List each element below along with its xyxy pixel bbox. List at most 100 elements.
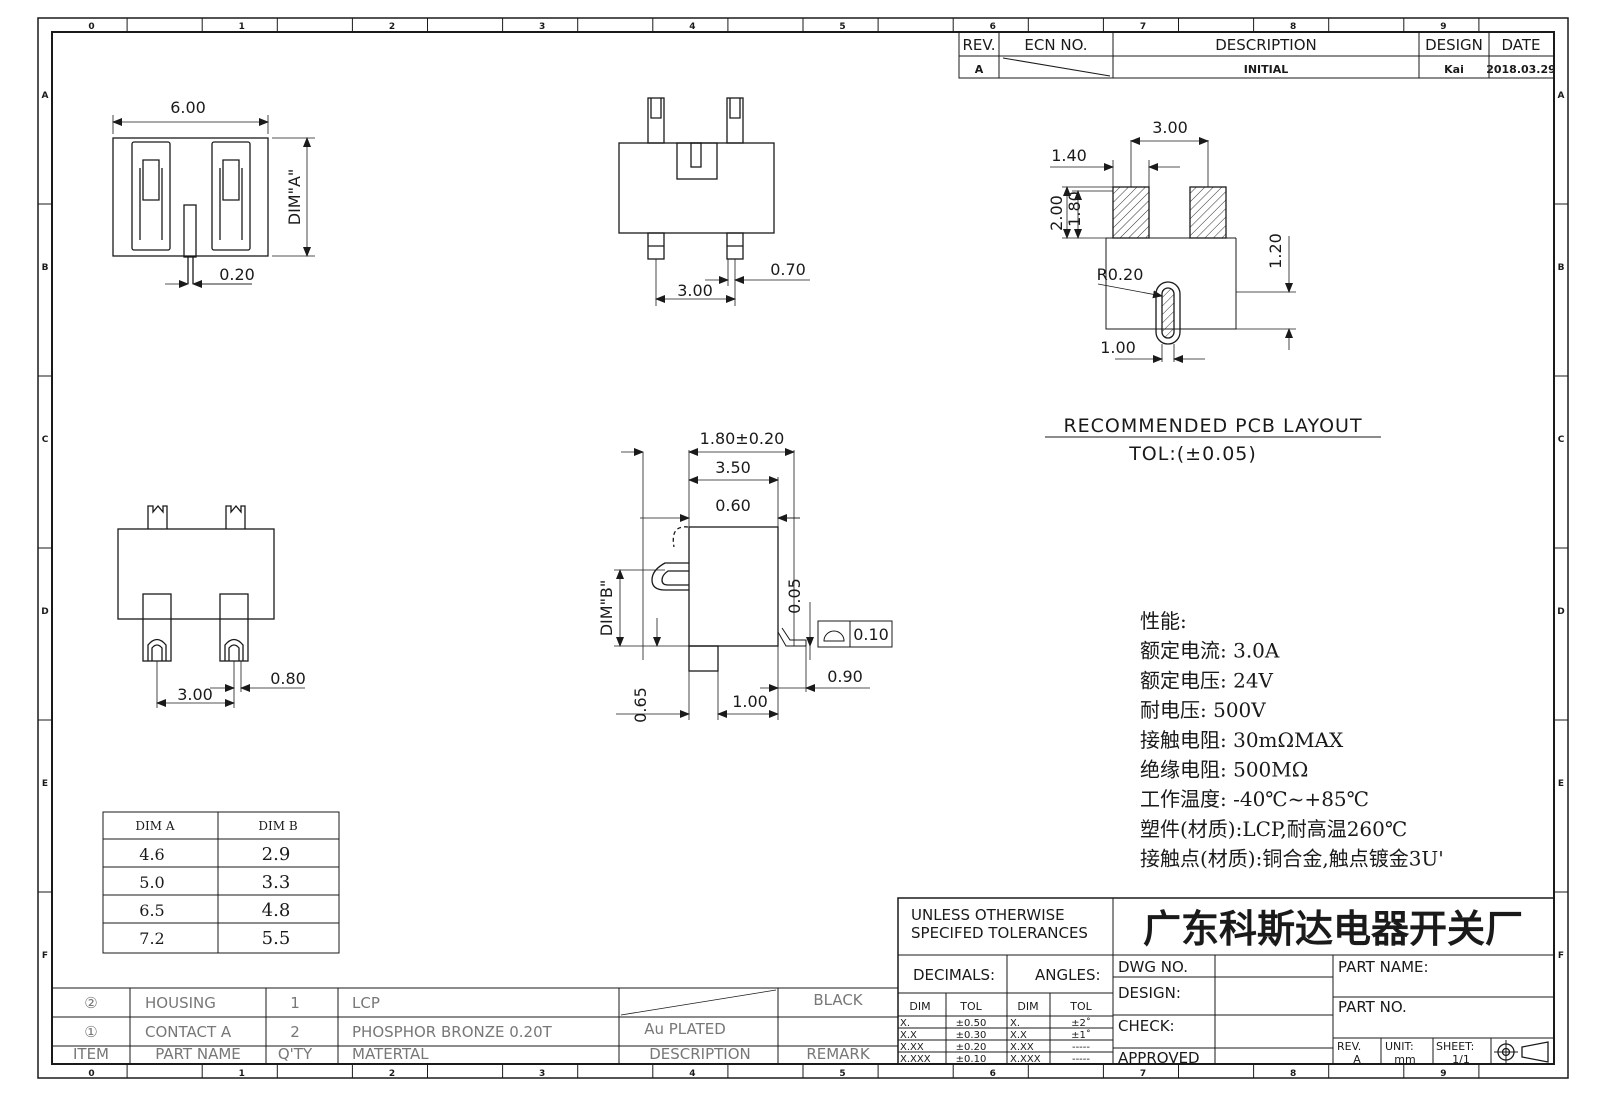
- grid-col-label: 6: [990, 22, 996, 32]
- grid-row-label: E: [1558, 779, 1564, 789]
- dim-pcb-slot-offset: 1.20: [1266, 233, 1285, 269]
- dim-table-cell: 7.2: [139, 929, 164, 948]
- design-label: DESIGN:: [1118, 984, 1181, 1002]
- grid-col-label: 6: [990, 1069, 996, 1079]
- dec-tol-cell: ±0.30: [956, 1030, 987, 1041]
- dim-table-header: DIM B: [258, 819, 297, 833]
- angles-label: ANGLES:: [1035, 966, 1101, 984]
- grid-row-label: F: [1558, 951, 1564, 961]
- grid-col-label: 1: [239, 22, 245, 32]
- bom-part-name: HOUSING: [145, 994, 216, 1012]
- grid-col-label: 8: [1290, 1069, 1296, 1079]
- spec-line: 耐电压: 500V: [1140, 698, 1266, 722]
- grid-row-label: A: [1558, 91, 1565, 101]
- grid-col-label: 4: [689, 22, 695, 32]
- title-block: [897, 897, 1555, 1065]
- ang-dim-cell: X.XXX: [1010, 1054, 1041, 1065]
- dec-dim-cell: X.X: [900, 1030, 917, 1041]
- rev-value: A: [975, 63, 984, 76]
- ang-dim-header: DIM: [1017, 1000, 1038, 1013]
- bom-table: [52, 987, 898, 1064]
- dec-tol-cell: ±0.10: [956, 1054, 987, 1065]
- ang-tol-header: TOL: [1069, 1000, 1092, 1013]
- dim-side-350: 3.50: [715, 458, 751, 477]
- dim-table: [102, 811, 340, 954]
- bom-header-description: DESCRIPTION: [649, 1045, 751, 1063]
- dim-b-label: DIM"B": [597, 580, 616, 637]
- part-no-label: PART NO.: [1338, 998, 1407, 1016]
- pcb-layout-tolerance: TOL:(±0.05): [1128, 443, 1257, 465]
- dim-bottom-pitch: 3.00: [177, 685, 213, 704]
- dec-tol-cell: ±0.50: [956, 1018, 987, 1029]
- grid-col-label: 7: [1140, 1069, 1146, 1079]
- tolerance-note-line2: SPECIFED TOLERANCES: [911, 924, 1088, 942]
- pcb-layout-title: RECOMMENDED PCB LAYOUT: [1063, 415, 1362, 437]
- spec-line: 额定电流: 3.0A: [1140, 639, 1280, 663]
- grid-col-label: 8: [1290, 22, 1296, 32]
- grid-row-label: A: [42, 91, 49, 101]
- spec-line: 性能:: [1140, 609, 1187, 633]
- grid-col-label: 3: [539, 1069, 545, 1079]
- ang-dim-cell: X.: [1010, 1018, 1020, 1029]
- company-name: 广东科斯达电器开关厂: [1143, 907, 1523, 951]
- dim-pin-width: 0.20: [219, 265, 255, 284]
- dim-pcb-slot-width: 1.00: [1100, 338, 1136, 357]
- sheet-value: 1/1: [1452, 1053, 1470, 1066]
- spec-line: 塑件(材质):LCP,耐高温260℃: [1140, 817, 1407, 841]
- spec-line: 绝缘电阻: 500MΩ: [1140, 758, 1308, 782]
- grid-col-label: 7: [1140, 22, 1146, 32]
- tolerance-note-line1: UNLESS OTHERWISE: [911, 906, 1065, 924]
- bom-header-qty: Q'TY: [278, 1045, 313, 1063]
- dim-pcb-pad-width: 1.40: [1051, 146, 1087, 165]
- dim-side-065: 0.65: [631, 687, 650, 723]
- grid-col-label: 5: [839, 1069, 845, 1079]
- dim-table-cell: 3.3: [262, 872, 291, 893]
- ang-dim-cell: X.X: [1010, 1030, 1027, 1041]
- dec-dim-cell: X.XXX: [900, 1054, 931, 1065]
- dim-table-cell: 6.5: [139, 901, 164, 920]
- top-view: [112, 115, 315, 288]
- grid-col-label: 5: [839, 22, 845, 32]
- ang-tol-cell: -----: [1072, 1054, 1090, 1065]
- dim-side-100: 1.00: [732, 692, 768, 711]
- dim-a-label: DIM"A": [285, 169, 304, 226]
- flatness-value: 0.10: [853, 625, 889, 644]
- spec-line: 额定电压: 24V: [1140, 668, 1274, 692]
- dwg-no-label: DWG NO.: [1118, 958, 1188, 976]
- dim-side-060: 0.60: [715, 496, 751, 515]
- rev-label: REV.: [1337, 1040, 1361, 1053]
- grid-row-label: D: [1557, 607, 1564, 617]
- date-header: DATE: [1501, 36, 1540, 54]
- tolerance-rows: X.±0.50X.X±0.30X.XX±0.20X.XXX±0.10X.±2˚X…: [900, 1017, 1091, 1065]
- grid-col-label: 0: [88, 1069, 94, 1079]
- dim-side-tolerance: 1.80±0.20: [700, 429, 785, 448]
- check-label: CHECK:: [1118, 1017, 1175, 1035]
- bom-material: LCP: [352, 994, 380, 1012]
- dec-tol-header: TOL: [959, 1000, 982, 1013]
- description-header: DESCRIPTION: [1215, 36, 1317, 54]
- part-name-label: PART NAME:: [1338, 958, 1429, 976]
- dim-table-cell: 5.5: [262, 928, 291, 949]
- pcb-layout: [1050, 137, 1296, 363]
- dim-top-width: 6.00: [170, 98, 206, 117]
- approved-label: APPROVED: [1118, 1049, 1200, 1067]
- dim-side-090: 0.90: [827, 667, 863, 686]
- unit-label: UNIT:: [1385, 1040, 1414, 1053]
- ang-tol-cell: ±2˚: [1071, 1017, 1091, 1029]
- bom-description: Au PLATED: [644, 1020, 726, 1038]
- bottom-view: [117, 504, 305, 708]
- front-view: [618, 97, 810, 306]
- dim-pcb-pad-height-inner: 1.80: [1065, 191, 1084, 227]
- grid-col-label: 3: [539, 22, 545, 32]
- dec-dim-header: DIM: [909, 1000, 930, 1013]
- grid-col-label: 9: [1440, 22, 1446, 32]
- dim-table-cell: 4.6: [139, 845, 164, 864]
- dim-table-cell: 2.9: [262, 844, 291, 865]
- dim-pcb-pitch: 3.00: [1152, 118, 1188, 137]
- spec-line: 接触电阻: 30mΩMAX: [1140, 728, 1344, 752]
- bom-header-material: MATERTAL: [352, 1045, 429, 1063]
- dim-front-pin: 0.70: [770, 260, 806, 279]
